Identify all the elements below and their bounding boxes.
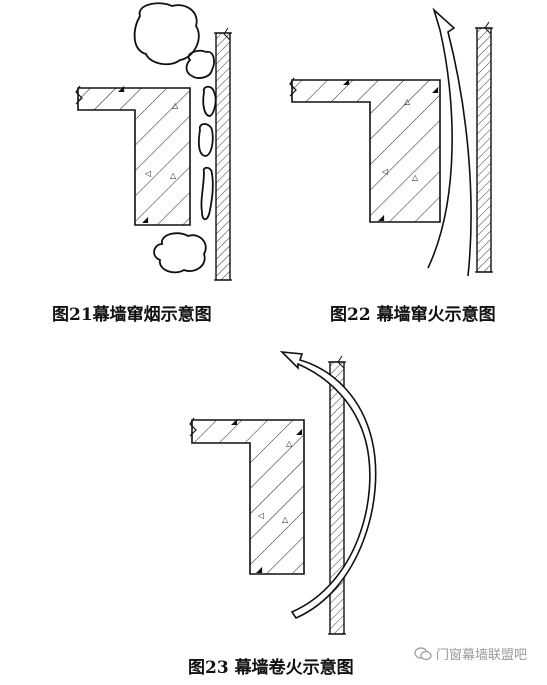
figure-21-smoke: ◢ △ ◁ △ ◢ <box>75 2 232 281</box>
wechat-icon <box>414 646 432 660</box>
svg-text:◁: ◁ <box>257 511 264 520</box>
svg-text:◢: ◢ <box>142 215 149 224</box>
fire-flow-arrow-icon <box>427 7 472 277</box>
svg-text:△: △ <box>172 101 179 110</box>
svg-text:△: △ <box>404 97 411 106</box>
watermark: 门窗幕墙联盟吧 <box>414 644 527 663</box>
svg-text:◢: ◢ <box>256 565 263 574</box>
svg-text:◢: ◢ <box>118 84 125 93</box>
fig22-floor-slab <box>291 79 441 223</box>
figure-23-fire-rolling: ◢ ◢ △ ◁ △ ◢ <box>189 350 377 635</box>
figure-21-caption: 图21幕墙窜烟示意图 <box>52 305 212 325</box>
watermark-text: 门窗幕墙联盟吧 <box>435 648 527 663</box>
smoke-puff-icon <box>133 2 200 66</box>
svg-text:◢: ◢ <box>378 213 385 222</box>
fig23-floor-slab <box>191 419 305 575</box>
fig22-curtain-wall <box>476 27 492 273</box>
fig21-floor-slab <box>77 87 191 226</box>
svg-text:◢: ◢ <box>296 427 303 436</box>
smoke-puff-icon <box>153 232 207 274</box>
svg-text:◢: ◢ <box>231 417 238 426</box>
svg-text:◢: ◢ <box>432 85 439 94</box>
svg-text:△: △ <box>170 171 177 180</box>
fig21-curtain-wall <box>215 32 231 281</box>
fire-flow-arrow-icon <box>279 350 377 620</box>
svg-text:◢: ◢ <box>343 77 350 86</box>
svg-text:△: △ <box>412 173 419 182</box>
smoke-puff-icon <box>202 85 217 117</box>
svg-text:◁: ◁ <box>144 169 151 178</box>
svg-text:◁: ◁ <box>381 167 388 176</box>
smoke-puff-icon <box>200 166 214 221</box>
smoke-puff-icon <box>198 123 214 157</box>
smoke-puff-icon <box>185 49 215 79</box>
figure-22-caption: 图22 幕墙窜火示意图 <box>330 305 496 325</box>
figure-23-caption: 图23 幕墙卷火示意图 <box>188 658 354 678</box>
svg-text:△: △ <box>282 515 289 524</box>
svg-text:△: △ <box>286 439 293 448</box>
figure-22-fire-channeling: ◢ ◢ △ ◁ △ ◢ <box>289 7 493 277</box>
